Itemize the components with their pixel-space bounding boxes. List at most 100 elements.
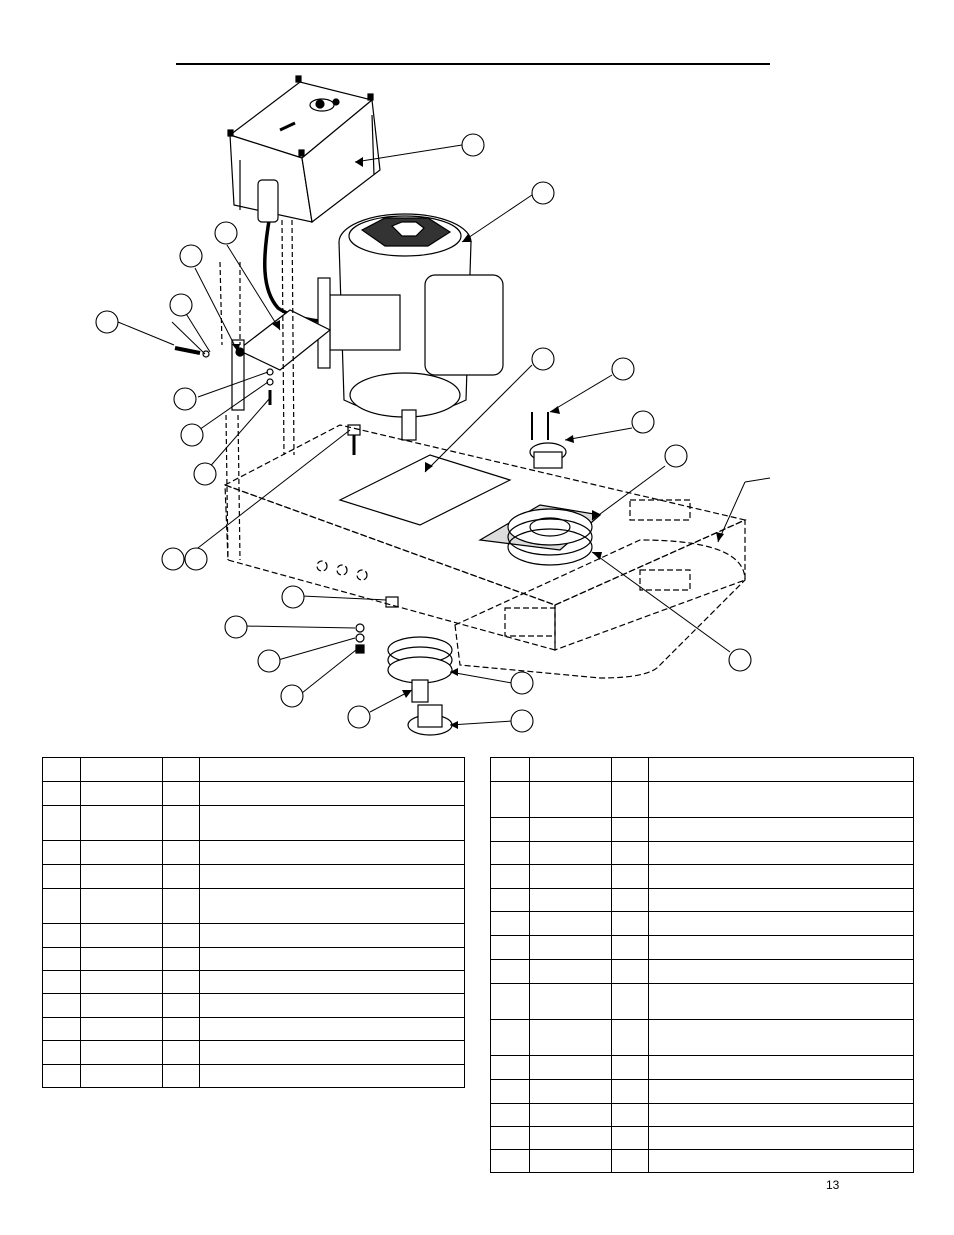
table-cell [529, 959, 612, 984]
table-cell [162, 805, 200, 841]
table-cell [529, 817, 612, 842]
hardware-drawing [174, 346, 549, 654]
table-cell [199, 781, 465, 806]
table-cell [199, 888, 465, 924]
table-row [42, 1017, 465, 1041]
table-cell [199, 840, 465, 865]
table-cell [199, 864, 465, 889]
exploded-parts-diagram [95, 75, 771, 736]
callout-balloon [184, 547, 208, 571]
table-cell [162, 781, 200, 806]
table-row [490, 983, 914, 1020]
table-cell [42, 1017, 81, 1041]
table-cell [648, 1149, 914, 1173]
table-cell [80, 970, 163, 994]
callout-balloon [95, 310, 119, 334]
callout-balloon [179, 244, 203, 268]
table-cell [162, 840, 200, 865]
table-cell [648, 864, 914, 889]
table-cell [199, 970, 465, 994]
table-cell [42, 840, 81, 865]
table-cell [490, 1149, 530, 1173]
table-cell [80, 757, 163, 782]
table-cell [490, 864, 530, 889]
table-row [42, 840, 465, 865]
table-cell [648, 1103, 914, 1127]
table-cell [529, 1019, 612, 1056]
table-cell [80, 888, 163, 924]
table-row [42, 970, 465, 994]
table-row [42, 757, 465, 782]
table-cell [611, 888, 649, 912]
table-cell [529, 1149, 612, 1173]
table-cell [199, 1064, 465, 1088]
table-cell [199, 757, 465, 782]
table-row [490, 781, 914, 818]
table-cell [42, 888, 81, 924]
callout-balloon [224, 615, 248, 639]
table-row [42, 805, 465, 841]
callout-balloon [257, 649, 281, 673]
table-cell [611, 817, 649, 842]
pulley-drawing [387, 442, 593, 736]
table-row [490, 1019, 914, 1056]
callout-balloon [173, 387, 197, 411]
header-rule [176, 63, 770, 65]
table-cell [199, 1017, 465, 1041]
table-cell [162, 970, 200, 994]
table-cell [529, 864, 612, 889]
table-cell [42, 805, 81, 841]
table-cell [490, 817, 530, 842]
callout-balloon [531, 181, 555, 205]
table-cell [42, 993, 81, 1018]
table-cell [42, 1040, 81, 1065]
table-row [490, 864, 914, 889]
table-row [42, 993, 465, 1018]
table-cell [162, 888, 200, 924]
callout-balloon [281, 585, 305, 609]
table-row [42, 1064, 465, 1088]
table-cell [199, 923, 465, 948]
table-cell [648, 1079, 914, 1104]
table-cell [648, 817, 914, 842]
table-cell [162, 947, 200, 971]
table-cell [80, 1040, 163, 1065]
table-cell [648, 959, 914, 984]
table-cell [80, 947, 163, 971]
table-cell [162, 1064, 200, 1088]
table-cell [490, 935, 530, 960]
table-row [42, 947, 465, 971]
table-cell [529, 781, 612, 818]
table-cell [80, 805, 163, 841]
table-row [490, 841, 914, 865]
table-cell [611, 911, 649, 936]
callout-balloon [180, 423, 204, 447]
table-cell [162, 993, 200, 1018]
table-cell [199, 1040, 465, 1065]
callout-balloon [510, 671, 534, 695]
table-cell [80, 1017, 163, 1041]
table-cell [80, 1064, 163, 1088]
table-row [490, 1126, 914, 1150]
callout-balloon [664, 444, 688, 468]
parts-table-right [490, 757, 914, 1173]
table-cell [162, 757, 200, 782]
table-cell [611, 935, 649, 960]
parts-table-left [42, 757, 465, 1088]
table-cell [199, 947, 465, 971]
callout-balloon [531, 347, 555, 371]
table-row [490, 1055, 914, 1080]
table-cell [42, 947, 81, 971]
table-cell [648, 1126, 914, 1150]
table-cell [529, 935, 612, 960]
table-cell [648, 1019, 914, 1056]
table-cell [199, 993, 465, 1018]
callout-balloons [95, 133, 752, 733]
table-cell [80, 923, 163, 948]
table-cell [611, 1079, 649, 1104]
table-row [42, 864, 465, 889]
table-cell [162, 923, 200, 948]
table-cell [529, 983, 612, 1020]
table-cell [529, 1055, 612, 1080]
callout-balloon [461, 133, 485, 157]
